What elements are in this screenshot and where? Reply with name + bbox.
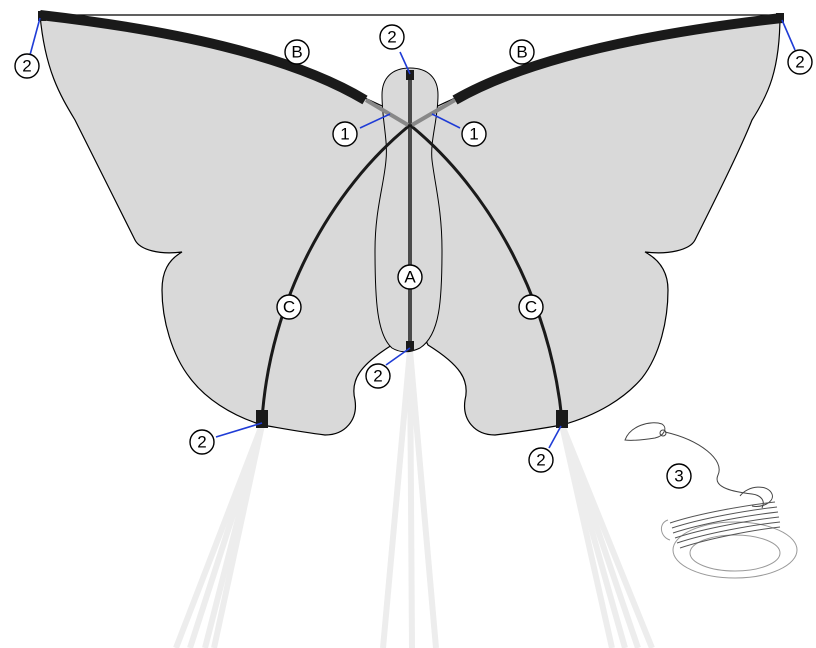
svg-text:2: 2 (197, 433, 206, 452)
callout-3-accessory: 3 (666, 463, 692, 489)
callout-b-right: B (509, 39, 535, 65)
fitting-top-left (38, 11, 46, 21)
svg-text:3: 3 (674, 467, 683, 486)
svg-text:1: 1 (469, 125, 478, 144)
leader-lines (29, 17, 796, 449)
connector-left (364, 98, 410, 127)
svg-text:A: A (404, 268, 416, 287)
callout-2-top-left: 2 (14, 53, 40, 79)
winder-cord-loop (739, 486, 773, 507)
right-wing (405, 14, 781, 436)
svg-text:2: 2 (22, 57, 31, 76)
callout-2-top-center: 2 (379, 24, 405, 50)
clip-ring (659, 429, 667, 437)
callouts: 2 2 2 B B 1 1 A (14, 24, 813, 489)
svg-text:1: 1 (340, 125, 349, 144)
connector-right (410, 98, 457, 127)
spar-b-right (452, 13, 783, 105)
callout-c-right: C (518, 294, 544, 320)
leader-1-left (359, 113, 391, 129)
spar-c-left (260, 123, 411, 421)
svg-text:2: 2 (795, 53, 804, 72)
callout-1-right: 1 (461, 121, 487, 147)
kite-spars (38, 10, 784, 428)
callout-2-bottom-right: 2 (528, 447, 554, 473)
spar-b-left (39, 10, 368, 105)
callout-1-left: 1 (332, 121, 358, 147)
leader-2-top-center (399, 51, 411, 75)
svg-text:B: B (291, 43, 302, 62)
tail-center-1 (380, 349, 413, 648)
tail-right-4 (559, 423, 655, 648)
callout-2-bottom-left: 2 (189, 429, 215, 455)
callout-a-spine: A (397, 264, 423, 290)
fitting-top-right (776, 13, 784, 23)
tail-center-2 (407, 349, 415, 648)
tail-center-3 (407, 349, 439, 648)
callout-2-bottom-center: 2 (365, 363, 391, 389)
leader-2-top-left (29, 17, 41, 56)
svg-text:C: C (283, 298, 295, 317)
tail-left-4 (211, 424, 265, 648)
callout-b-left: B (284, 39, 310, 65)
svg-text:B: B (516, 43, 527, 62)
svg-text:2: 2 (536, 451, 545, 470)
fitting-top-center (406, 70, 414, 80)
svg-text:2: 2 (387, 28, 396, 47)
kite-tails (173, 349, 655, 648)
svg-text:C: C (525, 298, 537, 317)
winder-left-cap (661, 519, 671, 541)
clip-hook (624, 422, 666, 441)
fitting-bottom-left (256, 410, 268, 428)
spar-c-right (409, 123, 564, 421)
svg-text:2: 2 (373, 367, 382, 386)
left-wing (39, 14, 415, 436)
winder-plate-inner (689, 534, 781, 572)
fitting-bottom-center (406, 341, 414, 351)
fitting-bottom-right (556, 410, 568, 428)
winder-line-wraps (669, 501, 781, 549)
callout-c-left: C (276, 294, 302, 320)
leader-2-bottom-center (385, 347, 411, 366)
winder-plate-outer (672, 521, 798, 579)
winder-cord (664, 431, 764, 509)
leader-2-bottom-left (215, 422, 263, 438)
callout-2-top-right: 2 (787, 49, 813, 75)
leader-1-right (431, 113, 461, 129)
leader-2-bottom-right (548, 425, 562, 449)
leader-2-top-right (781, 19, 796, 51)
line-winder-handle-icon (624, 422, 798, 579)
